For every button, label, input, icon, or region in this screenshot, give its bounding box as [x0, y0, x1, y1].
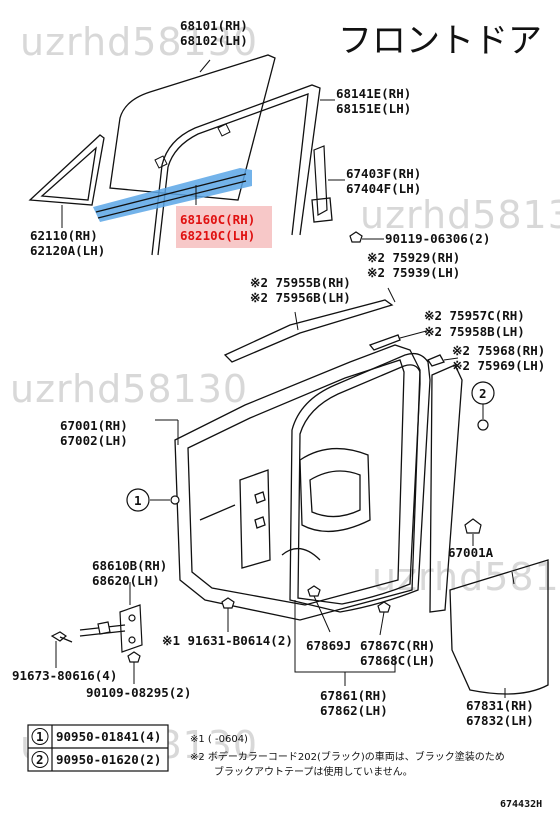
callout-2: 2 — [471, 381, 495, 405]
label-68141e-rh: 68141E(RH) — [336, 86, 411, 101]
legend-part-1: 90950-01841(4) — [56, 729, 161, 744]
bolt-91673 — [50, 631, 73, 643]
label-68160c-rh: 68160C(RH) — [180, 212, 255, 227]
label-62120a-lh: 62120A(LH) — [30, 243, 105, 258]
quarter-window-62110 — [28, 134, 105, 206]
clip-67869 — [307, 585, 391, 613]
leader-line — [443, 357, 459, 361]
diagram-title: フロントドア — [338, 21, 542, 61]
tape-75968 — [427, 354, 445, 367]
highlight-box — [176, 206, 272, 248]
weatherstrip-67867 — [429, 364, 463, 613]
watermark: uzrhd58130 — [360, 193, 560, 237]
division-bar-67403 — [311, 145, 333, 223]
label-67831-rh: 67831(RH) — [466, 698, 534, 713]
label-75956b-lh: ※2 75956B(LH) — [250, 290, 351, 305]
label-67867c-rh: 67867C(RH) — [360, 638, 435, 653]
note-2: ※2 ボデーカラーコード202(ブラック)の車両は、ブラック塗装のため — [190, 750, 505, 763]
callout-1: 1 — [126, 488, 150, 512]
label-67404f-lh: 67404F(LH) — [346, 181, 421, 196]
tape-75957 — [368, 334, 401, 351]
label-68210c-lh: 68210C(LH) — [180, 228, 255, 243]
svg-text:1: 1 — [134, 493, 142, 508]
leader-line — [379, 611, 385, 636]
label-67861-rh: 67861(RH) — [320, 688, 388, 703]
door-check-68610 — [79, 604, 143, 653]
label-68151e-lh: 68151E(LH) — [336, 101, 411, 116]
glass-run-68141 — [151, 84, 321, 256]
label-67002-lh: 67002(LH) — [60, 433, 128, 448]
label-75939-lh: ※2 75939(LH) — [367, 265, 460, 280]
outer-tape-75955 — [223, 299, 394, 363]
label-75958b-lh: ※2 75958B(LH) — [424, 324, 525, 339]
label-75968-rh: ※2 75968(RH) — [452, 343, 545, 358]
label-67001a: 67001A — [448, 545, 494, 560]
label-68610b-rh: 68610B(RH) — [92, 558, 167, 573]
label-67001-rh: 67001(RH) — [60, 418, 128, 433]
weatherstrip-67861 — [289, 352, 431, 613]
label-68102-lh: 68102(LH) — [180, 33, 248, 48]
screw-90119 — [349, 231, 363, 243]
svg-text:2: 2 — [479, 386, 487, 401]
plug-callout-1 — [170, 495, 180, 505]
leader-line — [387, 287, 396, 303]
clip-91631 — [221, 597, 235, 609]
label-68620-lh: 68620(LH) — [92, 573, 160, 588]
legend-num-2: 2 — [36, 752, 44, 767]
watermark: uzrhd58130 — [10, 367, 248, 411]
watermark: uzrhd58130 — [20, 20, 258, 64]
label-90109: 90109-08295(2) — [86, 685, 191, 700]
leader-line — [399, 329, 431, 339]
door-panel-67001 — [174, 344, 421, 621]
label-67868c-lh: 67868C(LH) — [360, 653, 435, 668]
label-67832-lh: 67832(LH) — [466, 713, 534, 728]
label-91673: 91673-80616(4) — [12, 668, 117, 683]
bolt-90109 — [127, 651, 141, 663]
label-67869j: 67869J — [306, 638, 351, 653]
legend-part-2: 90950-01620(2) — [56, 752, 161, 767]
leader-line — [313, 595, 331, 633]
label-68101-rh: 68101(RH) — [180, 18, 248, 33]
plug-callout-2 — [477, 419, 489, 431]
label-67862-lh: 67862(LH) — [320, 703, 388, 718]
label-75955b-rh: ※2 75955B(RH) — [250, 275, 351, 290]
label-75969-lh: ※2 75969(LH) — [452, 358, 545, 373]
belt-moulding-68160-highlighted — [93, 168, 252, 222]
watermark: uzrhd58130 — [372, 555, 560, 599]
label-75957c-rh: ※2 75957C(RH) — [424, 308, 525, 323]
label-62110-rh: 62110(RH) — [30, 228, 98, 243]
leader-line — [199, 59, 211, 73]
label-75929-rh: ※2 75929(RH) — [367, 250, 460, 265]
legend-num-1: 1 — [36, 729, 44, 744]
service-cover-67831 — [449, 559, 549, 695]
legend-table: 1 90950-01841(4) 2 90950-01620(2) — [27, 724, 169, 772]
note-1: ※1 ( -0604) — [190, 734, 248, 745]
note-3: ブラックアウトテープは使用していません。 — [214, 765, 413, 778]
label-90119: 90119-06306(2) — [385, 231, 490, 246]
sheet-id: 674432H — [500, 799, 542, 810]
label-67403f-rh: 67403F(RH) — [346, 166, 421, 181]
label-91631: ※1 91631-B0614(2) — [162, 633, 293, 648]
plug-67001a — [464, 518, 482, 534]
